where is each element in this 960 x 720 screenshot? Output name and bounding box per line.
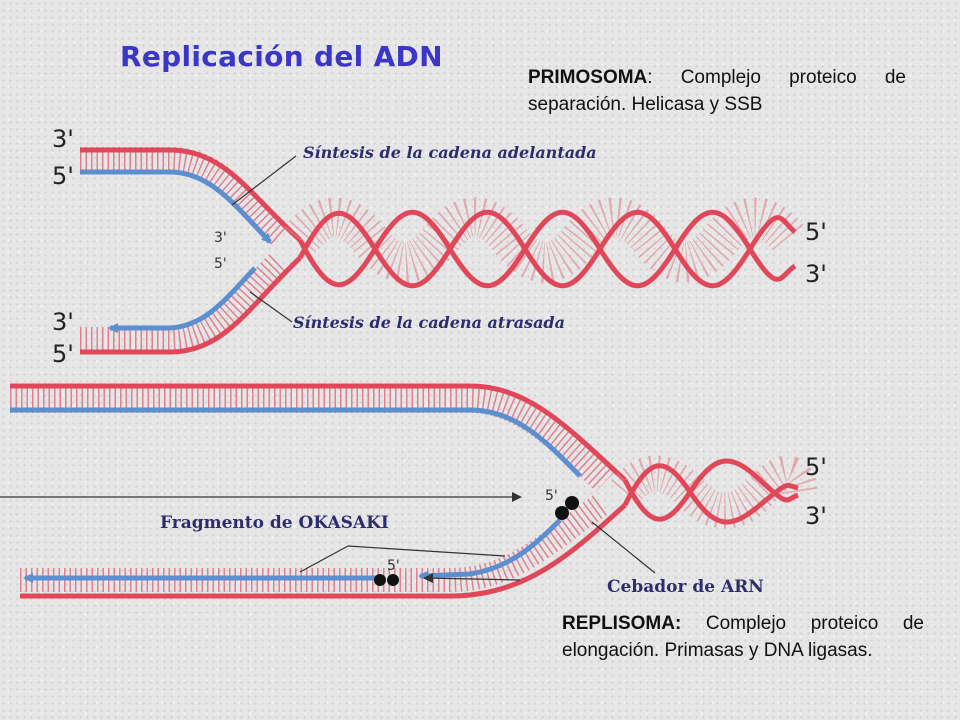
top-right-5-end: 5' [805, 218, 827, 246]
bottom-lower-arm-rungs [20, 495, 608, 592]
primosoma-note: PRIMOSOMA: Complejo proteico de separaci… [528, 64, 906, 118]
lagging-pointer [249, 291, 293, 323]
top-center-3-end: 3' [214, 230, 227, 246]
top-left-upper-5-end: 5' [52, 162, 74, 190]
top-left-lower-3-end: 3' [52, 308, 74, 336]
primer-pointer-1 [423, 573, 521, 584]
rna-primer-marks [374, 496, 579, 586]
replisoma-term: REPLISOMA: [562, 613, 682, 634]
bottom-leading-strand [10, 407, 582, 478]
replisoma-note: REPLISOMA: Complejo proteico de elongaci… [562, 610, 924, 664]
bottom-right-5-end: 5' [805, 453, 827, 481]
label-rna-primer: Cebador de ARN [607, 577, 764, 597]
bottom-lower-parental-strand [20, 503, 627, 599]
bottom-small-5-end-a: 5' [545, 488, 558, 504]
page-title: Replicación del ADN [120, 40, 443, 73]
primer-pointer-2 [591, 521, 656, 574]
top-upper-parental-strand [80, 147, 302, 242]
top-left-upper-3-end: 3' [52, 125, 74, 153]
bottom-right-3-end: 3' [805, 502, 827, 530]
bottom-upper-arm-rungs [10, 387, 614, 492]
bottom-small-5-end-b: 5' [387, 558, 400, 574]
top-right-3-end: 3' [805, 260, 827, 288]
primosoma-description: : Complejo proteico de separación. Helic… [528, 67, 906, 115]
top-lagging-strand [108, 266, 257, 333]
top-lower-parental-strand [80, 256, 302, 355]
label-lagging-synthesis: Síntesis de la cadena atrasada [293, 313, 565, 332]
top-left-lower-5-end: 5' [52, 340, 74, 368]
okazaki-pointer-2 [347, 545, 506, 557]
top-center-5-end: 5' [214, 256, 227, 272]
top-replication-fork [80, 147, 806, 355]
bottom-upper-parental-strand [10, 383, 627, 482]
leading-pointer [231, 155, 297, 206]
replisoma-description: Complejo proteico de elongación. Primasa… [562, 613, 924, 661]
top-leading-strand [80, 169, 272, 244]
okazaki-fragment-new [418, 518, 562, 581]
top-double-helix [284, 197, 806, 289]
bottom-double-helix [611, 455, 818, 529]
primosoma-term: PRIMOSOMA [528, 67, 648, 88]
label-okazaki-fragment: Fragmento de OKASAKI [160, 513, 389, 533]
label-leading-synthesis: Síntesis de la cadena adelantada [303, 143, 597, 162]
bottom-replication-fork [0, 383, 818, 599]
okazaki-pointer-1 [299, 545, 349, 573]
